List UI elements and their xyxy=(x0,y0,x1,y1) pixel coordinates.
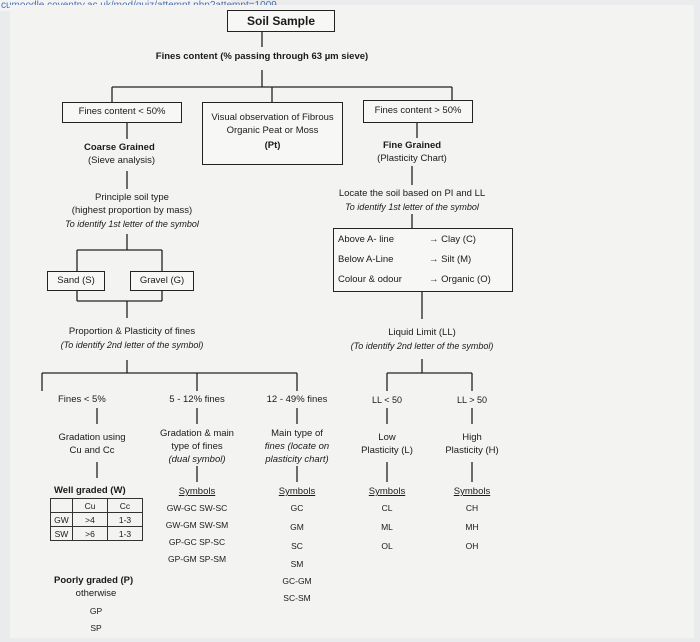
ll-gt50-label: LL > 50 xyxy=(457,395,487,405)
page-title: Soil Sample xyxy=(246,14,316,28)
symbol-gp: GP xyxy=(89,606,103,616)
gradation-main: Gradation & main xyxy=(160,428,234,439)
symbol-sm: SM xyxy=(290,559,304,569)
symbol-ml: ML xyxy=(381,522,393,532)
fines-5-12-label: 5 - 12% fines xyxy=(169,394,225,405)
ll-lt50-label: LL < 50 xyxy=(372,395,402,405)
second-letter-note-right: (To identify 2nd letter of the symbol) xyxy=(350,341,494,351)
gradation-table: Cu Cc GW >4 1-3 SW >6 1-3 xyxy=(50,498,143,541)
table-cell: GW xyxy=(50,512,73,527)
gravel-box: Gravel (G) xyxy=(130,271,194,291)
second-letter-note-left: (To identify 2nd letter of the symbol) xyxy=(60,340,204,350)
table-cell: 1-3 xyxy=(107,526,143,541)
fines-lt5-label: Fines < 5% xyxy=(58,394,106,405)
principle-soil-type: Principle soil type xyxy=(95,192,169,203)
organic-peat-box: Visual observation of Fibrous Organic Pe… xyxy=(202,102,343,165)
symbols-heading-12-49: Symbols xyxy=(278,486,316,497)
symbol-gm: GM xyxy=(290,522,304,532)
below-a-line: Below A-Line xyxy=(338,254,394,265)
visual-observation-line2: Organic Peat or Moss xyxy=(226,125,319,136)
table-row: SW >6 1-3 xyxy=(50,526,143,541)
symbol-sp: SP xyxy=(90,623,102,633)
sand-label: Sand (S) xyxy=(57,275,95,286)
soil-classification-flowchart: Soil Sample Fines content (% passing thr… xyxy=(10,5,694,638)
fines-content-heading: Fines content (% passing through 63 µm s… xyxy=(155,51,369,62)
gradation-using: Gradation using xyxy=(58,432,126,443)
soil-sample-title-box: Soil Sample xyxy=(227,10,335,32)
plasticity-chart-label: (Plasticity Chart) xyxy=(377,153,447,164)
dual-symbol-row: GW-GC SW-SC xyxy=(166,503,228,513)
first-letter-note: To identify 1st letter of the symbol xyxy=(65,219,199,229)
visual-observation-line1: Visual observation of Fibrous xyxy=(211,112,334,123)
table-cell: >4 xyxy=(72,512,108,527)
clay-result: → Clay (C) xyxy=(429,234,476,245)
type-of-fines: type of fines xyxy=(171,441,223,452)
symbol-gc: GC xyxy=(290,503,304,513)
gradation-table-header: Cu Cc xyxy=(50,498,143,513)
sand-box: Sand (S) xyxy=(47,271,105,291)
symbol-sc: SC xyxy=(291,541,303,551)
highest-proportion: (highest proportion by mass) xyxy=(71,205,193,216)
dual-symbol-row: GW-GM SW-SM xyxy=(165,520,229,530)
gradation-table-header-cell: Cc xyxy=(107,498,143,513)
fines-gt50-label: Fines content > 50% xyxy=(374,105,462,116)
table-cell: 1-3 xyxy=(107,512,143,527)
dual-symbol-row: GP-GM SP-SM xyxy=(167,554,227,564)
cu-and-cc: Cu and Cc xyxy=(69,445,115,456)
fines-lt50-box: Fines content < 50% xyxy=(62,102,182,123)
colour-odour: Colour & odour xyxy=(338,274,402,285)
otherwise-label: otherwise xyxy=(75,588,117,599)
dual-symbol-row: GP-GC SP-SC xyxy=(168,537,226,547)
low-label: Low xyxy=(378,432,396,443)
symbol-gc-gm: GC-GM xyxy=(282,576,312,586)
locate-soil: Locate the soil based on PI and LL xyxy=(338,188,486,199)
high-label: High xyxy=(462,432,482,443)
sieve-analysis-label: (Sieve analysis) xyxy=(88,155,156,166)
table-cell: SW xyxy=(50,526,73,541)
organic-result: → Organic (O) xyxy=(429,274,491,285)
symbols-heading-5-12: Symbols xyxy=(178,486,216,497)
gradation-table-header-cell: Cu xyxy=(72,498,108,513)
well-graded-label: Well graded (W) xyxy=(54,485,126,496)
above-a-line: Above A- line xyxy=(338,234,394,245)
main-type-of: Main type of xyxy=(271,428,323,439)
coarse-grained-label: Coarse Grained xyxy=(84,142,155,153)
first-letter-note-right: To identify 1st letter of the symbol xyxy=(345,202,479,212)
symbol-mh: MH xyxy=(465,522,479,532)
dual-symbol: (dual symbol) xyxy=(168,454,226,465)
plasticity-chart-note: plasticity chart) xyxy=(265,454,329,465)
fines-12-49-label: 12 - 49% fines xyxy=(266,394,328,405)
proportion-plasticity: Proportion & Plasticity of fines xyxy=(68,326,196,337)
a-line-box: Above A- line → Clay (C) Below A-Line → … xyxy=(333,228,513,292)
high-plasticity-label: Plasticity (H) xyxy=(445,445,499,456)
table-cell: >6 xyxy=(72,526,108,541)
symbol-oh: OH xyxy=(465,541,479,551)
fines-gt50-box: Fines content > 50% xyxy=(363,100,473,123)
poorly-graded-label: Poorly graded (P) xyxy=(54,575,134,586)
symbol-ch: CH xyxy=(465,503,479,513)
gravel-label: Gravel (G) xyxy=(139,275,185,286)
fines-lt50-label: Fines content < 50% xyxy=(78,106,166,117)
fine-grained-label: Fine Grained xyxy=(382,140,442,151)
symbol-sc-sm: SC-SM xyxy=(283,593,311,603)
gradation-table-header-cell xyxy=(50,498,73,513)
symbol-ol: OL xyxy=(381,541,393,551)
symbols-heading-low: Symbols xyxy=(368,486,406,497)
symbols-heading-high: Symbols xyxy=(453,486,491,497)
symbol-cl: CL xyxy=(381,503,393,513)
fines-locate-on: fines (locate on xyxy=(264,441,330,452)
liquid-limit-label: Liquid Limit (LL) xyxy=(388,327,456,338)
peat-symbol: (Pt) xyxy=(264,140,281,151)
low-plasticity-label: Plasticity (L) xyxy=(361,445,413,456)
connector-lines xyxy=(41,32,473,482)
silt-result: → Silt (M) xyxy=(429,254,472,265)
table-row: GW >4 1-3 xyxy=(50,512,143,527)
